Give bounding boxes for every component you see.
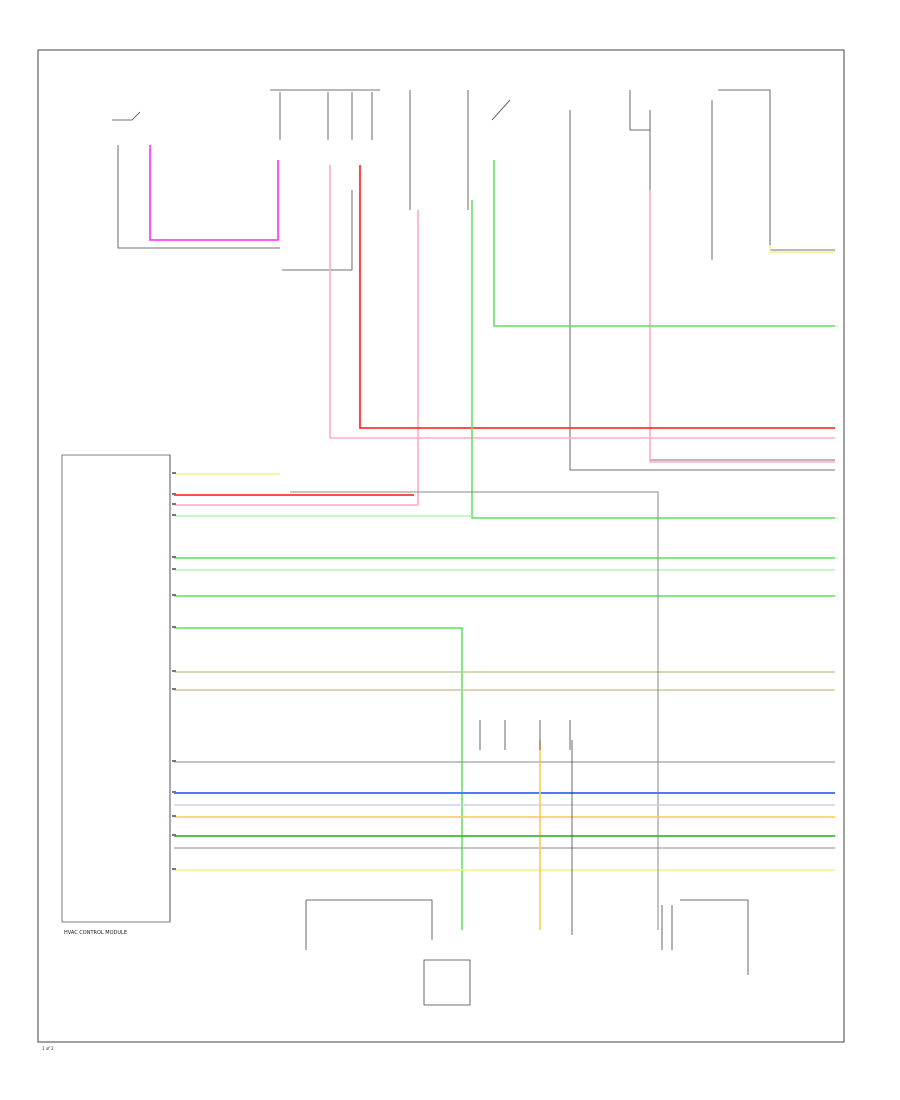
- wire-red: [174, 165, 835, 496]
- page-reference: 1 of 2: [42, 1046, 54, 1051]
- module-pin-marks: [172, 472, 176, 870]
- wire-yellow: [174, 245, 835, 871]
- wire-green: [174, 160, 835, 930]
- wire-light-green: [174, 515, 835, 571]
- wire-gray: [174, 491, 835, 930]
- top-components: [112, 89, 835, 471]
- wire-magenta: [149, 145, 279, 241]
- module-label: HVAC CONTROL MODULE: [64, 930, 127, 936]
- bottom-components: [305, 720, 749, 1006]
- diagram-frame: [37, 49, 845, 1043]
- wire-orange: [174, 740, 835, 930]
- wire-olive: [174, 671, 835, 691]
- wire-pink: [174, 165, 835, 506]
- hvac-control-module: [61, 454, 171, 923]
